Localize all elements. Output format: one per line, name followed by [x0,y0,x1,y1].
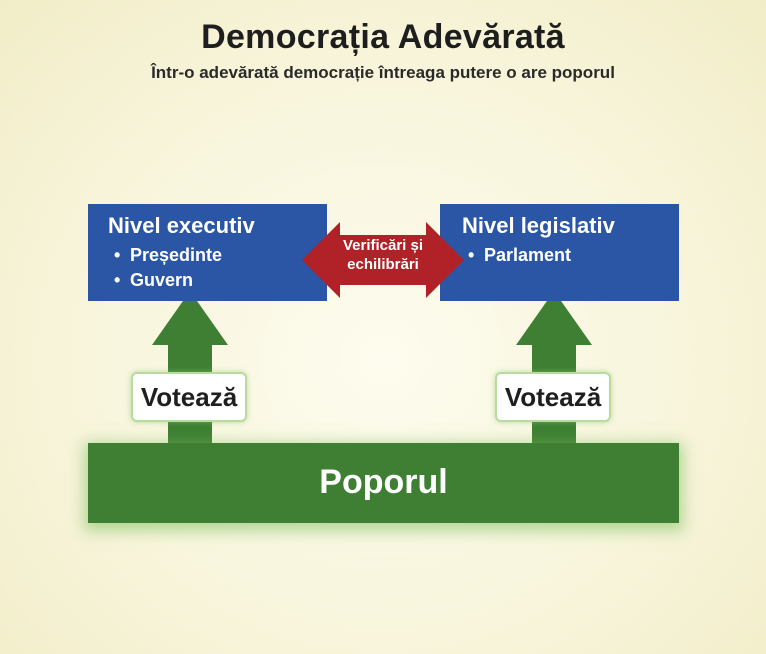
executive-item-government: • Guvern [108,268,327,293]
vote-label-left: Votează [131,372,247,422]
legislative-level-title: Nivel legislativ [462,213,615,238]
vote-label-right: Votează [495,372,611,422]
bullet-icon: • [114,270,121,290]
legislative-item-parliament: • Parlament [462,243,679,268]
executive-level-box: Nivel executiv • Președinte • Guvern [88,204,327,301]
checks-balances-arrow-icon [302,222,464,298]
executive-item-label: Președinte [130,245,223,265]
checks-balances-arrow-shape [302,222,464,298]
executive-item-president: • Președinte [108,243,327,268]
vote-arrow-right-shape [516,291,592,451]
legislative-level-box: Nivel legislativ • Parlament [440,204,679,301]
checks-balances-line2: echilibrări [347,256,419,273]
executive-level-title: Nivel executiv [108,213,255,238]
vote-arrow-left [152,291,228,451]
diagram-subtitle: Într-o adevărată democrație întreaga put… [151,63,615,82]
bullet-icon: • [114,245,121,265]
people-bar: Poporul [88,443,679,523]
executive-item-label: Guvern [130,270,194,290]
diagram-title: Democrația Adevărată [201,18,565,56]
checks-balances-label: Verificări și echilibrări [326,236,440,274]
checks-balances-line1: Verificări și [342,237,424,254]
vote-arrow-left-shape [152,291,228,451]
vote-arrow-right [516,291,592,451]
bullet-icon: • [468,245,475,265]
legislative-item-label: Parlament [484,245,572,265]
